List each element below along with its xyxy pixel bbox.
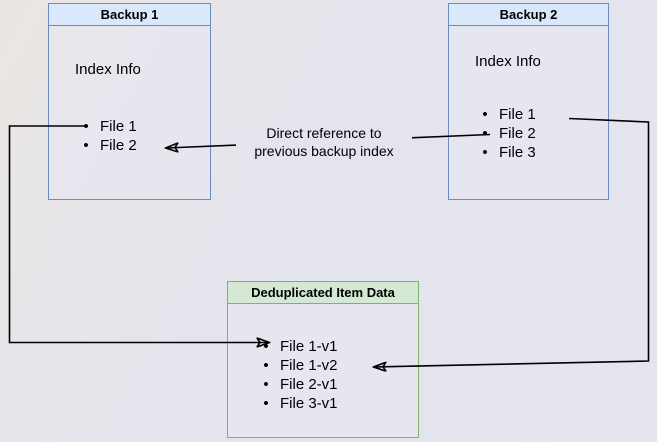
backup2-box: Backup 2 Index Info File 1 File 2 File 3	[448, 3, 609, 200]
file-item: File 2-v1	[259, 375, 338, 394]
file-item: File 2	[478, 124, 536, 143]
backup2-title: Backup 2	[449, 4, 608, 26]
file-item: File 3	[478, 143, 536, 162]
dedup-title: Deduplicated Item Data	[228, 282, 418, 304]
file-item: File 1-v2	[259, 356, 338, 375]
dedup-box: Deduplicated Item Data File 1-v1 File 1-…	[227, 281, 419, 438]
file-item: File 1	[478, 105, 536, 124]
file-item: File 1-v1	[259, 337, 338, 356]
backup2-index-info-label: Index Info	[475, 53, 541, 70]
file-item: File 1	[79, 117, 137, 136]
file-item: File 2	[79, 136, 137, 155]
file-item: File 3-v1	[259, 394, 338, 413]
dedup-file-list: File 1-v1 File 1-v2 File 2-v1 File 3-v1	[259, 337, 338, 413]
backup1-index-info-label: Index Info	[75, 61, 141, 78]
backup1-file-list: File 1 File 2	[79, 117, 137, 155]
direct-reference-label: Direct reference to previous backup inde…	[236, 125, 412, 160]
backup2-file-list: File 1 File 2 File 3	[478, 105, 536, 162]
backup1-title: Backup 1	[49, 4, 210, 26]
backup1-box: Backup 1 Index Info File 1 File 2	[48, 3, 211, 200]
